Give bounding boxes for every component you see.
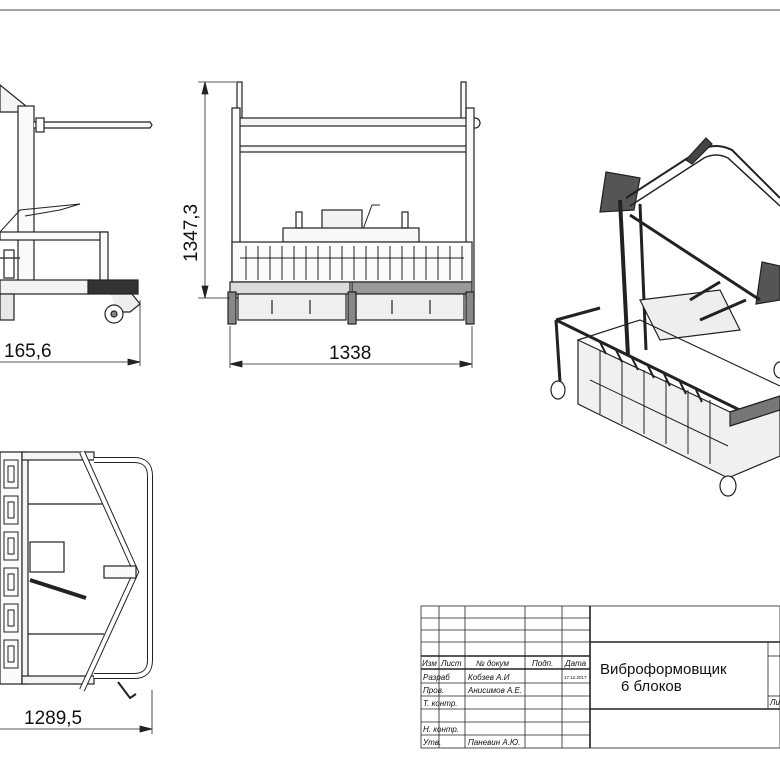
tb-role-developer: Разраб xyxy=(423,673,450,682)
tb-header-docno: № докум xyxy=(476,659,510,668)
title-block xyxy=(420,605,780,749)
tb-role-approved: Утв. xyxy=(422,738,441,747)
tb-header-list: Лист xyxy=(440,659,462,668)
side-width-dimension xyxy=(0,300,141,366)
tb-role-norm-control: Н. контр. xyxy=(423,725,459,734)
front-height-dimension xyxy=(198,81,236,299)
front-height-label: 1347,3 xyxy=(181,204,202,262)
tb-name-approved: Паневин А.Ю. xyxy=(468,738,520,747)
side-width-label: 165,6 xyxy=(4,341,52,362)
tb-name-checked: Анисимов А.Е. xyxy=(467,686,522,695)
tb-name-developer: Кобзев А.И xyxy=(468,673,510,682)
front-view xyxy=(227,81,481,325)
top-view xyxy=(0,450,153,700)
tb-sheet-label: Ли xyxy=(769,698,780,707)
front-width-dimension xyxy=(229,326,473,368)
isometric-view xyxy=(550,137,780,497)
side-view xyxy=(0,84,153,324)
tb-role-tech-control: Т. контр. xyxy=(423,699,458,708)
tb-header-date: Дата xyxy=(564,659,587,668)
tb-header-izm: Изм xyxy=(422,659,437,668)
tb-role-checked: Пров. xyxy=(423,686,444,695)
top-width-label: 1289,5 xyxy=(24,708,82,729)
tb-title-line2: 6 блоков xyxy=(621,678,682,695)
top-width-dimension xyxy=(0,690,153,734)
tb-header-sign: Подп. xyxy=(532,659,553,668)
front-width-label: 1338 xyxy=(329,343,371,364)
tb-date-developer: 17.12.2017 xyxy=(564,675,587,680)
tb-title-line1: Виброформовщик xyxy=(600,661,727,678)
